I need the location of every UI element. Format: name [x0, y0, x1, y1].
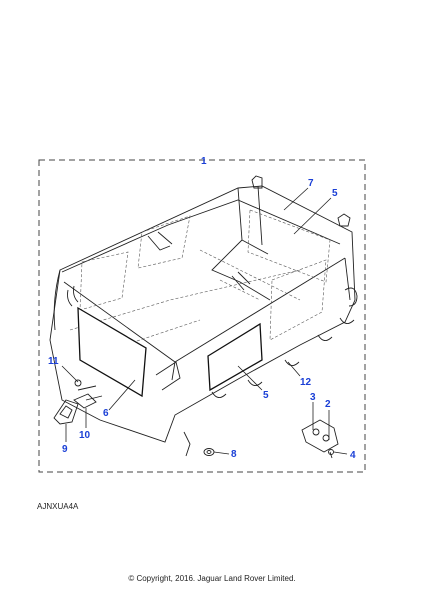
window-glass-side — [207, 322, 263, 392]
callout-5-side: 5 — [263, 390, 269, 401]
leader-lines — [61, 187, 348, 455]
reference-code: AJNXUA4A — [37, 502, 79, 511]
callout-10: 10 — [79, 430, 91, 441]
callout-3: 3 — [310, 392, 316, 403]
window-glass-rear — [77, 306, 147, 398]
assembly-frame — [38, 159, 366, 473]
callout-11: 11 — [48, 356, 59, 367]
callout-7: 7 — [308, 178, 314, 189]
grommet-part — [203, 448, 215, 456]
callout-5-top: 5 — [332, 188, 338, 199]
callout-12: 12 — [300, 377, 312, 388]
callout-2: 2 — [325, 399, 331, 410]
callout-1: 1 — [201, 156, 207, 167]
callout-4: 4 — [350, 450, 356, 461]
mounting-clip-parts — [53, 379, 103, 425]
hinge-bracket-parts — [301, 419, 339, 459]
callout-9: 9 — [62, 444, 68, 455]
callout-6: 6 — [103, 408, 109, 419]
copyright-notice: © Copyright, 2016. Jaguar Land Rover Lim… — [128, 574, 296, 583]
callout-8: 8 — [231, 449, 237, 460]
